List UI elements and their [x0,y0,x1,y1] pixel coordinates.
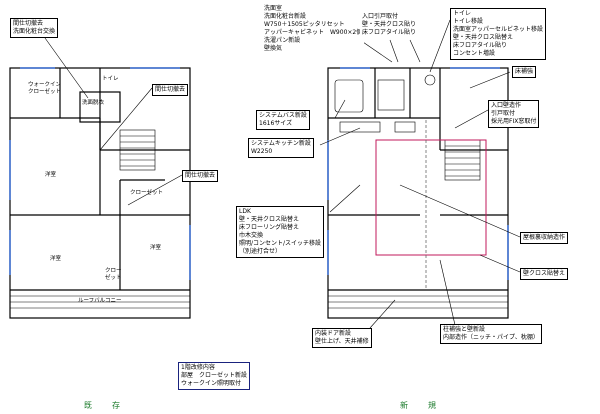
room-washroom: 洗面脱衣 [82,100,105,106]
existing-callout-partition-1: 間仕切撤去 [152,84,189,96]
new-callout-toilet: トイレトイレ移設洗面室アッパーセルビネット移設壁・天井クロス貼替え床フロアタイル… [450,8,547,60]
room-walkin: ウォークインクローゼット [28,82,62,95]
existing-leaders [44,37,183,206]
new-leaders [319,19,521,329]
existing-balcony-rail [10,295,190,309]
new-callout-wall: 内装ドア新設壁仕上げ、天井補修 [312,328,372,348]
existing-windows [9,67,191,280]
new-callout-entrance: 入口壁造作引戸取付採光用FIX窓取付 [488,100,540,128]
existing-callout-top: 間仕切撤去洗面化粧台交換 [10,18,59,38]
new-callout-floor-reinforce: 床補強 [512,66,537,78]
room-western-3: 洋室 [150,245,162,251]
new-callout-cloth: 壁クロス貼替え [520,268,569,280]
room-closet-2: クローゼット [105,268,122,281]
new-fixtures [334,74,436,133]
room-balcony: ルーフバルコニー [78,298,122,304]
summary-box: 1階改修内容部屋 クローゼット新設ウォークイン照明取付 [178,362,251,390]
new-balcony-rail [328,295,508,309]
existing-stairs [119,129,156,171]
room-closet: クローゼット [130,190,164,196]
new-callout-loft: 屋根裏収納造作 [520,232,569,244]
caption-existing: 既 存 [84,401,126,410]
room-western-1: 洋室 [45,172,57,178]
existing-callout-partition-2: 間仕切撤去 [182,170,219,182]
new-callout-door: 入口引戸取付壁・天井クロス貼り床フロアタイル貼り [360,12,419,38]
room-western-2: 洋室 [50,256,62,262]
existing-plan [9,67,191,319]
caption-new: 新 規 [400,401,442,410]
new-windows [327,67,509,280]
new-stairs [444,139,481,181]
loft-storage-outline [375,139,487,256]
new-callout-column: 柱補強と壁新設内部造作（ニッチ・パイプ、枕棚） [440,324,542,344]
room-toilet: トイレ [102,76,119,82]
